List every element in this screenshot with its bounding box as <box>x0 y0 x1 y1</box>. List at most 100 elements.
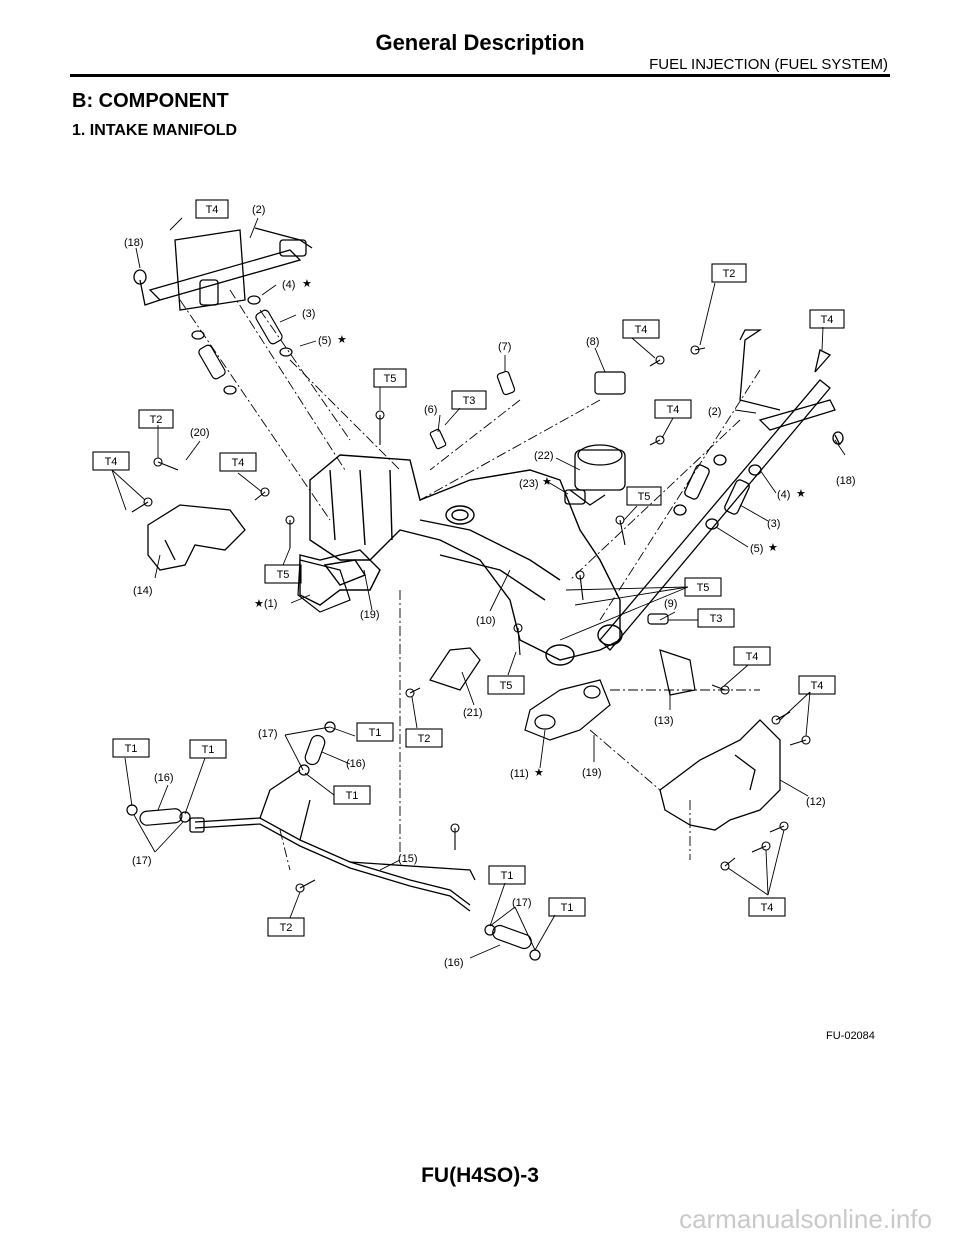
cover-right <box>659 719 781 831</box>
star-icon: ★ <box>796 488 806 500</box>
page-title: General Description <box>375 30 585 55</box>
callout-20: (20) <box>190 427 210 439</box>
torque-label: T1 <box>561 902 574 914</box>
callout-6: (6) <box>424 404 437 416</box>
torque-box: T4 <box>654 399 692 419</box>
torque-label: T5 <box>638 491 651 503</box>
sensors <box>429 370 669 625</box>
torque-label: T2 <box>280 922 293 934</box>
torque-box: T4 <box>733 646 771 666</box>
callout-lines <box>111 217 846 959</box>
callouts: (2) (18) (4) (3) (5) (7) (8) (6) (20) (2… <box>124 204 856 969</box>
callout-4: (4) <box>282 279 295 291</box>
torque-box: T1 <box>333 785 371 805</box>
torque-label: T2 <box>150 414 163 426</box>
callout-18-right: (18) <box>836 475 856 487</box>
torque-boxes: T4 T2 T4 T5 T3 T2 T4 T4 T4 T5 T5 T5 T3 T… <box>92 199 845 937</box>
torque-label: T4 <box>206 204 219 216</box>
fuel-pipes <box>189 769 476 912</box>
torque-label: T4 <box>105 456 118 468</box>
callout-5: (5) <box>318 335 331 347</box>
hoses <box>126 721 541 961</box>
torque-box: T2 <box>138 409 174 429</box>
callout-12: (12) <box>806 796 826 808</box>
torque-label: T1 <box>202 744 215 756</box>
torque-box: T1 <box>548 897 586 917</box>
callout-1: (1) <box>264 598 277 610</box>
torque-label: T3 <box>710 613 723 625</box>
torque-box: T5 <box>487 675 525 695</box>
callout-19-lower: (19) <box>582 767 602 779</box>
torque-box: T2 <box>711 263 747 283</box>
page-id: FU(H4SO)-3 <box>421 1164 539 1187</box>
torque-box: T5 <box>373 368 407 388</box>
torque-box: T2 <box>405 728 443 748</box>
torque-label: T4 <box>667 404 680 416</box>
callout-16-left: (16) <box>154 772 174 784</box>
section-title: B: COMPONENT <box>72 90 229 112</box>
torque-label: T4 <box>761 902 774 914</box>
star-icon: ★ <box>768 542 778 554</box>
callout-5-right: (5) <box>750 543 763 555</box>
gaskets <box>297 559 611 741</box>
callout-21: (21) <box>463 707 483 719</box>
torque-box: T1 <box>189 739 227 759</box>
torque-label: T4 <box>635 324 648 336</box>
torque-box: T5 <box>626 486 662 506</box>
star-icon: ★ <box>542 476 552 488</box>
torque-label: T5 <box>500 680 513 692</box>
callout-18: (18) <box>124 237 144 249</box>
torque-box: T1 <box>112 738 150 758</box>
callout-3: (3) <box>302 308 315 320</box>
torque-label: T5 <box>277 569 290 581</box>
right-fuel-rail <box>599 329 844 651</box>
torque-label: T2 <box>418 733 431 745</box>
torque-box: T4 <box>622 319 660 339</box>
left-fuel-rail <box>133 227 313 311</box>
callout-11: (11) <box>510 768 529 780</box>
torque-label: T1 <box>346 790 359 802</box>
callout-4-right: (4) <box>777 489 790 501</box>
callout-8: (8) <box>586 336 599 348</box>
brackets <box>429 647 696 696</box>
bolts <box>131 345 811 893</box>
callout-17: (17) <box>258 728 278 740</box>
callout-2: (2) <box>252 204 265 216</box>
watermark: carmanualsonline.info <box>679 1204 932 1234</box>
torque-label: T3 <box>463 395 476 407</box>
torque-label: T5 <box>697 582 710 594</box>
callout-16: (16) <box>346 758 366 770</box>
callout-23: (23) <box>519 478 539 490</box>
torque-box: T5 <box>264 564 302 584</box>
callout-13: (13) <box>654 715 674 727</box>
torque-box: T1 <box>356 722 394 742</box>
torque-box: T4 <box>748 897 786 917</box>
idle-control-valve <box>564 444 626 506</box>
torque-box: T4 <box>798 675 836 695</box>
torque-label: T4 <box>746 651 759 663</box>
callout-9: (9) <box>664 598 677 610</box>
torque-label: T1 <box>125 743 138 755</box>
callout-2-right: (2) <box>708 406 721 418</box>
callout-16-lower: (16) <box>444 957 464 969</box>
torque-box: T4 <box>809 309 845 329</box>
torque-label: T2 <box>723 268 736 280</box>
star-icon: ★ <box>337 334 347 346</box>
callout-10: (10) <box>476 615 496 627</box>
callout-3-right: (3) <box>767 518 780 530</box>
subsection-title: 1. INTAKE MANIFOLD <box>72 122 238 139</box>
torque-box: T3 <box>451 390 487 410</box>
header-rule <box>70 74 890 77</box>
callout-17-lower: (17) <box>512 897 532 909</box>
torque-box: T3 <box>697 608 735 628</box>
torque-label: T4 <box>811 680 824 692</box>
torque-label: T1 <box>369 727 382 739</box>
torque-label: T1 <box>501 870 514 882</box>
torque-box: T2 <box>267 917 305 937</box>
star-icons: ★ ★ ★ ★ ★ ★ ★ <box>254 278 806 779</box>
cover-left <box>147 504 246 571</box>
section-name: FUEL INJECTION (FUEL SYSTEM) <box>649 56 888 73</box>
torque-box: T5 <box>684 577 722 597</box>
star-icon: ★ <box>534 767 544 779</box>
